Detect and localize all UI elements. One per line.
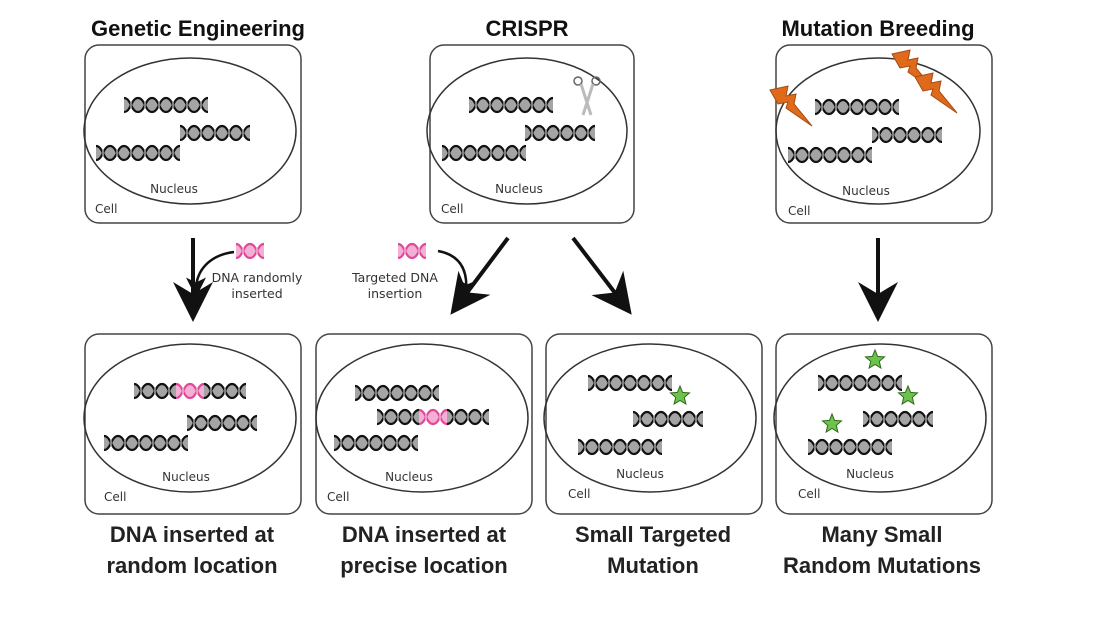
nucleus xyxy=(83,57,297,205)
cell-label: Cell xyxy=(95,202,117,216)
nucleus xyxy=(315,343,529,493)
nucleus-label: Nucleus xyxy=(385,470,433,484)
title-mutation-breeding: Mutation Breeding xyxy=(781,16,974,41)
nucleus xyxy=(83,343,297,493)
dna-helix-icon xyxy=(103,434,189,452)
dna-helix-icon xyxy=(333,434,419,452)
nucleus xyxy=(775,57,981,205)
nucleus-label: Nucleus xyxy=(846,467,894,481)
cell-label: Cell xyxy=(441,202,463,216)
dna-helix-icon xyxy=(123,96,209,114)
caption-targeted-line1: Small Targeted xyxy=(575,522,731,547)
dna-helix-icon xyxy=(354,384,440,402)
lightning-icon xyxy=(769,85,813,127)
curved-arrow xyxy=(437,249,478,300)
dna-helix-icon xyxy=(577,438,663,456)
panel-random-insertion: Nucleus Cell xyxy=(83,333,302,515)
dna-helix-icon xyxy=(817,374,903,392)
mutation-star-icon xyxy=(897,384,919,406)
nucleus xyxy=(773,343,987,493)
nucleus-label: Nucleus xyxy=(842,184,890,198)
caption-random-line2: random location xyxy=(106,553,277,578)
panel-random-mutations: Nucleus Cell xyxy=(773,333,993,515)
cell-label: Cell xyxy=(788,204,810,218)
arrow-down-right xyxy=(571,236,632,315)
lightning-icon xyxy=(914,72,958,114)
annotation-random-line1: DNA randomly xyxy=(212,270,303,285)
dna-helix-icon xyxy=(787,146,873,164)
panel-precise-insertion: Nucleus Cell xyxy=(315,333,533,515)
pink-dna-icon xyxy=(235,242,265,260)
nucleus-label: Nucleus xyxy=(616,467,664,481)
caption-random-line1: DNA inserted at xyxy=(110,522,275,547)
nucleus-label: Nucleus xyxy=(162,470,210,484)
nucleus-label: Nucleus xyxy=(495,182,543,196)
caption-targeted-line2: Mutation xyxy=(607,553,699,578)
caption-many-line1: Many Small xyxy=(821,522,942,547)
mutation-star-icon xyxy=(821,412,843,434)
caption-precise-line1: DNA inserted at xyxy=(342,522,507,547)
annotation-targeted-line1: Targeted DNA xyxy=(351,270,438,285)
title-crispr: CRISPR xyxy=(485,16,568,41)
panel-crispr: Nucleus Cell xyxy=(426,44,635,224)
caption-many-line2: Random Mutations xyxy=(783,553,981,578)
dna-helix-icon xyxy=(95,144,181,162)
scissors-icon xyxy=(573,76,601,116)
dna-helix-icon xyxy=(376,408,490,426)
cell-label: Cell xyxy=(327,490,349,504)
dna-helix-icon xyxy=(862,410,934,428)
dna-helix-icon xyxy=(587,374,673,392)
dna-helix-icon xyxy=(871,126,943,144)
panel-genetic-engineering: Nucleus Cell xyxy=(83,44,302,224)
dna-helix-icon xyxy=(632,410,704,428)
cell-label: Cell xyxy=(568,487,590,501)
curved-arrow xyxy=(186,250,235,298)
dna-helix-icon xyxy=(807,438,893,456)
dna-helix-icon xyxy=(179,124,251,142)
caption-precise-line2: precise location xyxy=(340,553,508,578)
arrow-down-left xyxy=(450,236,510,315)
cell-label: Cell xyxy=(104,490,126,504)
mutation-star-icon xyxy=(864,348,886,370)
nucleus-label: Nucleus xyxy=(150,182,198,196)
dna-helix-icon xyxy=(133,382,247,400)
pink-dna-icon xyxy=(397,242,427,260)
nucleus xyxy=(543,343,757,493)
annotation-targeted-line2: insertion xyxy=(368,286,423,301)
nucleus xyxy=(426,57,628,205)
title-genetic-engineering: Genetic Engineering xyxy=(91,16,305,41)
annotation-random-line2: inserted xyxy=(231,286,282,301)
dna-helix-icon xyxy=(468,96,554,114)
dna-helix-icon xyxy=(441,144,527,162)
panel-mutation-breeding: Nucleus Cell xyxy=(769,44,993,224)
panel-targeted-mutation: Nucleus Cell xyxy=(543,333,763,515)
dna-helix-icon xyxy=(524,124,596,142)
cell-label: Cell xyxy=(798,487,820,501)
dna-helix-icon xyxy=(814,98,900,116)
arrows xyxy=(173,236,898,322)
dna-helix-icon xyxy=(186,414,258,432)
mutation-star-icon xyxy=(669,384,691,406)
